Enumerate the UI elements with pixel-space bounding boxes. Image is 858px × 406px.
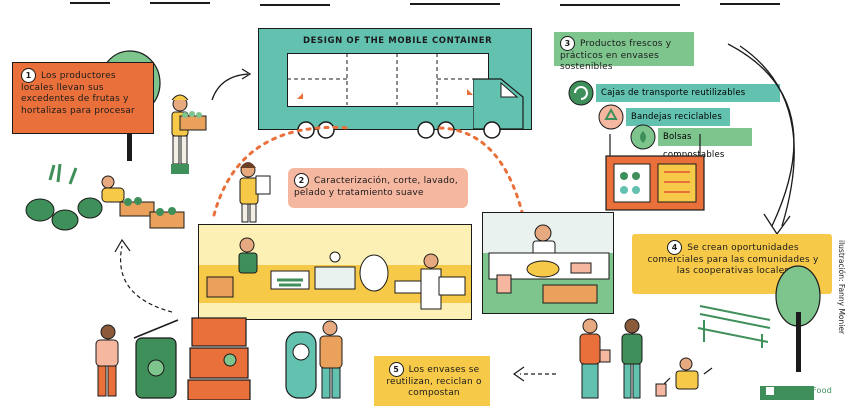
reuse-icon (568, 80, 594, 106)
truck-wheels (297, 121, 501, 139)
step-5-label: Los envases se reutilizan, reciclan o co… (386, 365, 482, 399)
step-2-number: 2 (294, 173, 309, 188)
arrow-to-step-4 (727, 43, 795, 236)
step-4-label: Se crean oportunidades comerciales para … (647, 243, 819, 277)
farmer-carrying-crate-illustration (171, 94, 207, 174)
recycling-bin-person-illustration (285, 320, 343, 399)
container-interior-layout (287, 53, 487, 105)
step-2-label: Caracterización, corte, lavado, pelado y… (294, 176, 458, 198)
logo-mark (766, 387, 774, 395)
processing-line-panel (198, 224, 472, 320)
packaging-scene-panel (482, 212, 614, 314)
packaging-scene (483, 213, 613, 304)
community-people-illustration (579, 318, 713, 399)
step-5-number: 5 (388, 362, 404, 377)
recycle-icon (598, 104, 624, 130)
arrow-to-container (211, 68, 252, 101)
processing-line-scene (199, 237, 471, 310)
inspector-with-clipboard-illustration (239, 162, 271, 223)
packaging-label-reusable: Cajas de transporte reutilizables (596, 84, 780, 102)
step-1-number: 1 (21, 68, 36, 83)
container-interior (287, 53, 489, 107)
illustration-credit: ilustración: Fanny Monier (837, 240, 846, 335)
market-stall-illustration (605, 134, 705, 211)
park-bench-illustration (697, 305, 771, 348)
compost-bin-scene-illustration (95, 317, 251, 400)
container-title: DESIGN OF THE MOBILE CONTAINER (303, 36, 493, 46)
packaging-label-recyclable: Bandejas reciclables (626, 108, 730, 126)
food-logo: Food (760, 386, 832, 400)
step-4-number: 4 (667, 240, 683, 255)
truck-cab (473, 78, 524, 129)
tree-right-illustration (775, 265, 821, 372)
logo-text: Food (812, 386, 832, 395)
dashed-arrow-to-step-5 (512, 366, 556, 382)
step-3-number: 3 (560, 36, 575, 51)
dashed-arrow-to-step-1 (114, 238, 173, 313)
step-3-label: Productos frescos y prácticos en envases… (560, 39, 672, 73)
mobile-container-truck: DESIGN OF THE MOBILE CONTAINER (258, 28, 532, 130)
orange-dotted-arc (212, 125, 524, 217)
cut-title-strokes (70, 2, 780, 6)
vegetable-field-illustration (25, 163, 185, 231)
step-1-label: Los productores locales llevan sus exced… (21, 71, 135, 116)
compost-icon (630, 124, 656, 150)
packaging-label-compostable: Bolsas compostables (658, 128, 752, 160)
